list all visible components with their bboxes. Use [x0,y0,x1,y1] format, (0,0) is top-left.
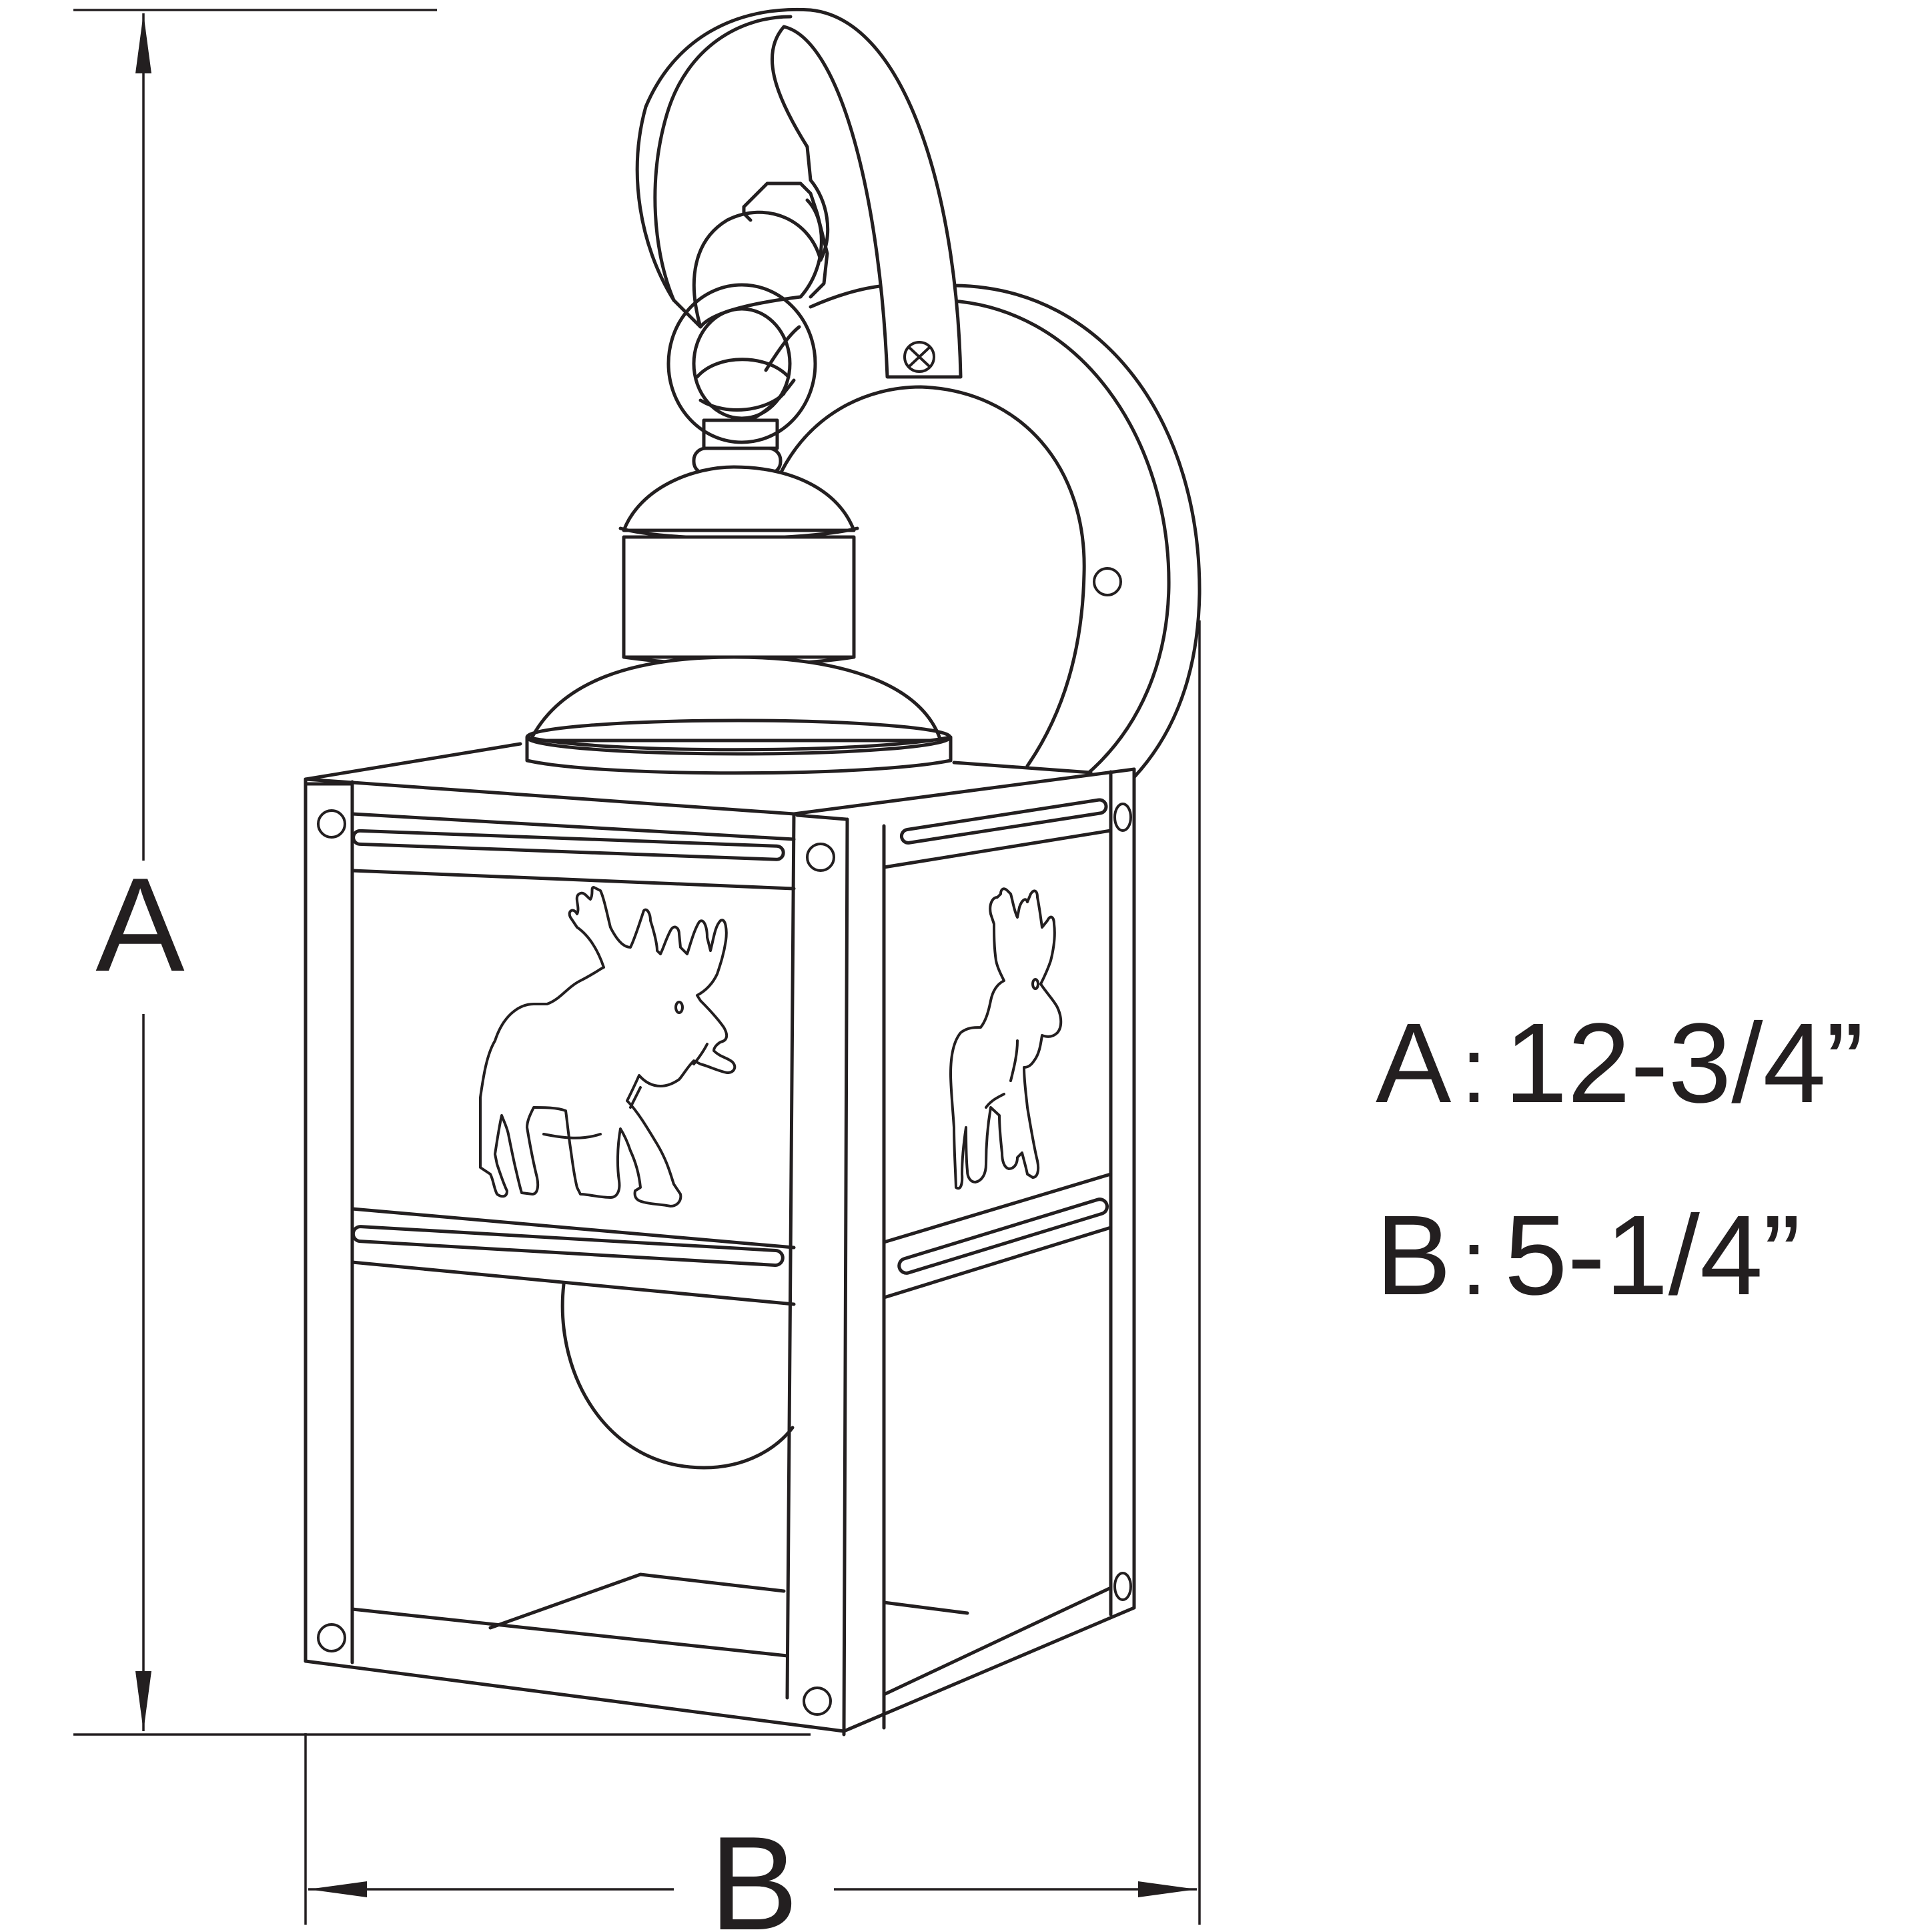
hook-arm [635,7,963,379]
moose-silhouette-icon [949,887,1063,1190]
hook-screw [903,341,935,373]
legend-width-key: B [1376,1192,1451,1319]
side-mid-slot [897,1197,1109,1275]
lantern-front-face [304,742,1136,1737]
front-mid-slot [351,1225,785,1267]
lantern-top-cap [525,465,953,775]
rivet [806,843,835,872]
moose-silhouette-icon [479,886,737,1208]
hanging-ring [666,283,817,476]
legend-height-sep: : [1461,1017,1487,1122]
dimension-b-label: B [709,1809,798,1932]
backplate-screw-hole [1093,567,1122,596]
dimension-a-line [73,9,811,1736]
light-bulb [560,1282,795,1470]
rivet [317,809,346,839]
dimension-b-line [304,620,1201,1925]
dimension-a-arrow-bottom [135,1671,151,1731]
dimension-legend: A : 12-3/4” B : 5-1/4” [1376,1000,1864,1319]
side-top-slot [899,798,1108,845]
rivet [1113,803,1132,832]
legend-width-sep: : [1461,1210,1487,1314]
rivet [317,1623,346,1652]
front-top-slot [352,829,785,861]
legend-height-value: 12-3/4” [1504,1000,1864,1127]
legend-height-key: A [1376,1000,1452,1127]
dimension-b-arrow-left [308,1881,367,1897]
legend-width-value: 5-1/4” [1504,1192,1801,1319]
dimension-a-label: A [95,851,185,999]
rivet [1113,1572,1132,1601]
rivet [803,1686,832,1716]
dimension-b-arrow-right [1138,1881,1197,1897]
dimension-a-arrow-top [135,13,151,73]
